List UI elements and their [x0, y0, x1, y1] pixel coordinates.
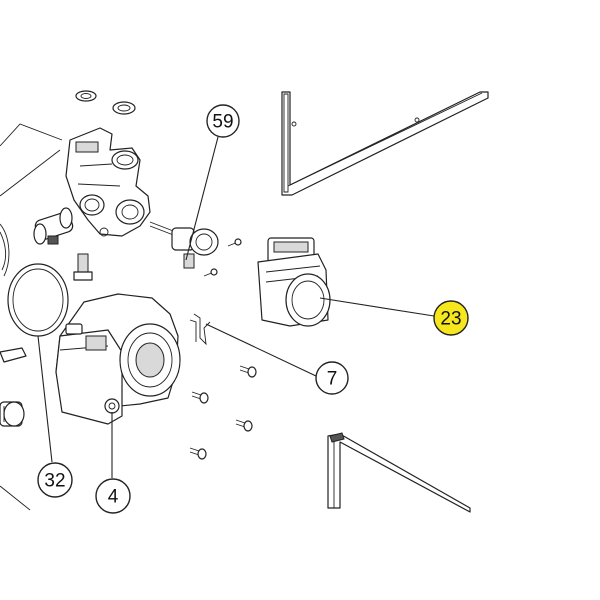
- filter-cartridge: [33, 207, 74, 245]
- drain-valve: [73, 253, 93, 281]
- screw-1: [239, 365, 257, 378]
- pump-head-part-23: [257, 237, 331, 327]
- gasket-fragment-left: [0, 223, 10, 277]
- circulation-pump-part-4: [55, 293, 181, 425]
- screw-3: [235, 419, 253, 432]
- callout-4: 4: [95, 478, 131, 514]
- temperature-sensor-part-59: [149, 221, 219, 269]
- washer-top-right: [112, 101, 136, 115]
- hydraulic-valve-body: [65, 127, 151, 237]
- callout-circle-59: [206, 104, 240, 138]
- callout-circle-4: [95, 478, 131, 514]
- callout-label-23: 23: [440, 309, 461, 330]
- screw-sensor-2: [203, 268, 218, 277]
- leader-line-7: [205, 323, 317, 377]
- screw-sensor-1: [227, 238, 242, 247]
- screw-4: [189, 447, 207, 460]
- callout-59: 59: [206, 104, 240, 138]
- callout-label-4: 4: [108, 487, 119, 508]
- callout-label-59: 59: [212, 112, 233, 133]
- leader-line-59: [185, 136, 219, 261]
- screw-2: [191, 391, 209, 404]
- side-panel-left: [0, 123, 63, 511]
- washer-top-left: [75, 90, 97, 102]
- retaining-clip-part-7: [189, 313, 211, 346]
- callout-32: 32: [37, 462, 73, 498]
- callout-circle-23-highlighted: [433, 300, 469, 336]
- leader-line-32: [37, 335, 53, 463]
- callout-label-7: 7: [327, 369, 338, 390]
- housing-panel-bottom: [327, 432, 471, 513]
- callout-label-32: 32: [44, 471, 65, 492]
- callout-circle-32: [37, 462, 73, 498]
- clip-bracket: [0, 347, 27, 363]
- fitting-left: [0, 401, 25, 427]
- callout-circle-7: [315, 361, 349, 395]
- housing-panel-top: [281, 91, 489, 196]
- callout-7: 7: [315, 361, 349, 395]
- o-ring-gasket-part-32: [7, 263, 69, 337]
- leader-line-23: [319, 297, 435, 317]
- callout-23: 23: [433, 300, 469, 336]
